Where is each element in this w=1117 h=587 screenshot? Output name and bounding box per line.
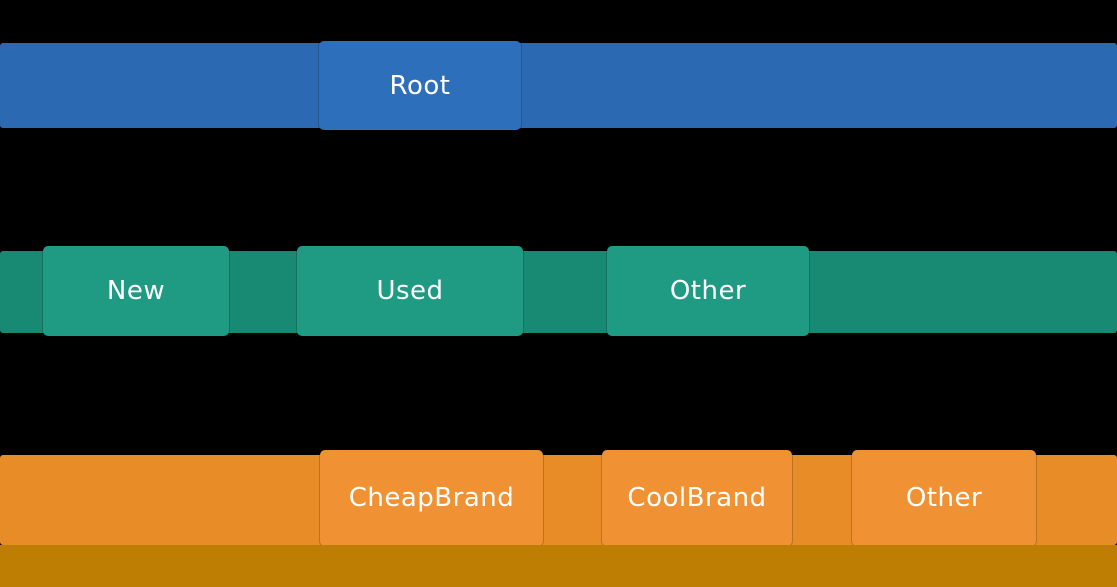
clipped-bottom-level-band (0, 545, 1117, 587)
node-other-brand[interactable]: Other (852, 450, 1036, 546)
node-coolbrand[interactable]: CoolBrand (602, 450, 792, 546)
node-other-condition[interactable]: Other (607, 246, 809, 336)
node-used[interactable]: Used (297, 246, 523, 336)
level-0-root-track (0, 43, 1117, 128)
node-cheapbrand[interactable]: CheapBrand (320, 450, 543, 546)
node-new[interactable]: New (43, 246, 229, 336)
node-root[interactable]: Root (319, 41, 521, 130)
